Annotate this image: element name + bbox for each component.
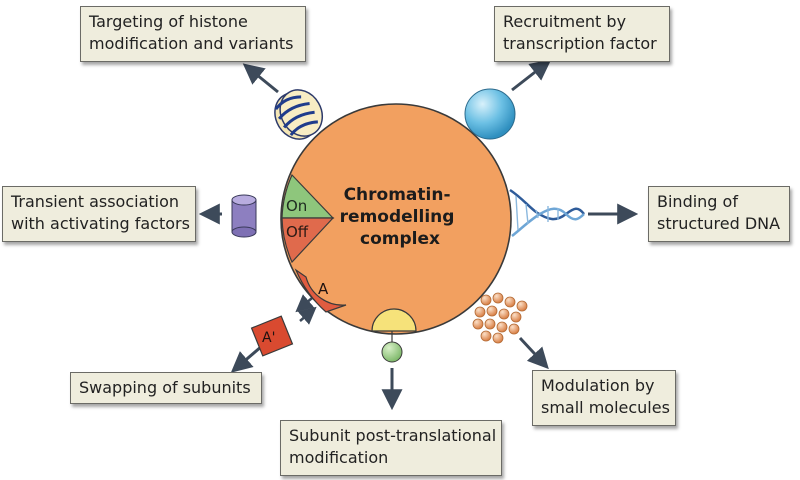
transient-association-line-2: with activating factors xyxy=(11,214,190,233)
small-molecule-cluster-icon xyxy=(472,292,528,344)
complex-title-line-3: complex xyxy=(360,229,440,249)
off-sector xyxy=(281,217,335,264)
subunit-a-prime-label: A' xyxy=(262,330,275,346)
arrow-small-molecules xyxy=(518,336,549,370)
ptm-line-1: Subunit post-translational xyxy=(289,426,497,445)
subunit-a-label: A xyxy=(318,280,329,298)
ptm-site xyxy=(371,308,417,332)
ptm-box: Subunit post-translational modification xyxy=(280,420,502,476)
transient-association-box: Transient association with activating fa… xyxy=(2,186,196,242)
histone-targeting-box: Targeting of histone modification and va… xyxy=(80,6,306,62)
dna-binding-line-2: structured DNA xyxy=(657,214,781,233)
swapping-line-1: Swapping of subunits xyxy=(79,378,251,397)
nucleosome-icon xyxy=(274,89,324,140)
modification-group-icon xyxy=(381,341,403,363)
complex-title-line-2: remodelling xyxy=(340,207,455,227)
swapping-box: Swapping of subunits xyxy=(70,372,262,404)
dna-binding-box: Binding of structured DNA xyxy=(648,186,790,242)
dna-helix-icon xyxy=(509,188,585,237)
recruitment-box: Recruitment by transcription factor xyxy=(494,6,670,62)
arrow-swap-a xyxy=(295,294,315,313)
chromatin-complex-circle xyxy=(280,103,512,335)
arrow-swapping xyxy=(230,344,263,373)
small-molecules-line-2: small molecules xyxy=(541,398,670,417)
small-molecules-line-1: Modulation by xyxy=(541,376,655,395)
small-molecules-box: Modulation by small molecules xyxy=(532,370,676,426)
recruitment-line-1: Recruitment by xyxy=(503,12,627,31)
dna-binding-line-1: Binding of xyxy=(657,192,738,211)
off-label: Off xyxy=(286,223,309,241)
arrow-swap-a-prime xyxy=(297,306,317,325)
ptm-line-2: modification xyxy=(289,448,389,467)
histone-targeting-line-1: Targeting of histone xyxy=(89,12,248,31)
complex-title: Chromatin- remodelling complex xyxy=(340,185,461,249)
arrow-histone xyxy=(242,63,279,94)
on-label: On xyxy=(286,197,307,215)
histone-targeting-line-2: modification and variants xyxy=(89,34,294,53)
activating-factor-cylinder-icon xyxy=(231,194,257,238)
subunit-a-sector xyxy=(294,268,347,313)
subunit-a-prime xyxy=(250,315,294,357)
arrows xyxy=(198,59,639,411)
recruitment-line-2: transcription factor xyxy=(503,34,657,53)
transient-association-line-1: Transient association xyxy=(11,192,180,211)
complex-title-line-1: Chromatin- xyxy=(344,185,451,205)
transcription-factor-sphere-icon xyxy=(464,88,516,140)
arrow-recruitment xyxy=(511,59,552,92)
